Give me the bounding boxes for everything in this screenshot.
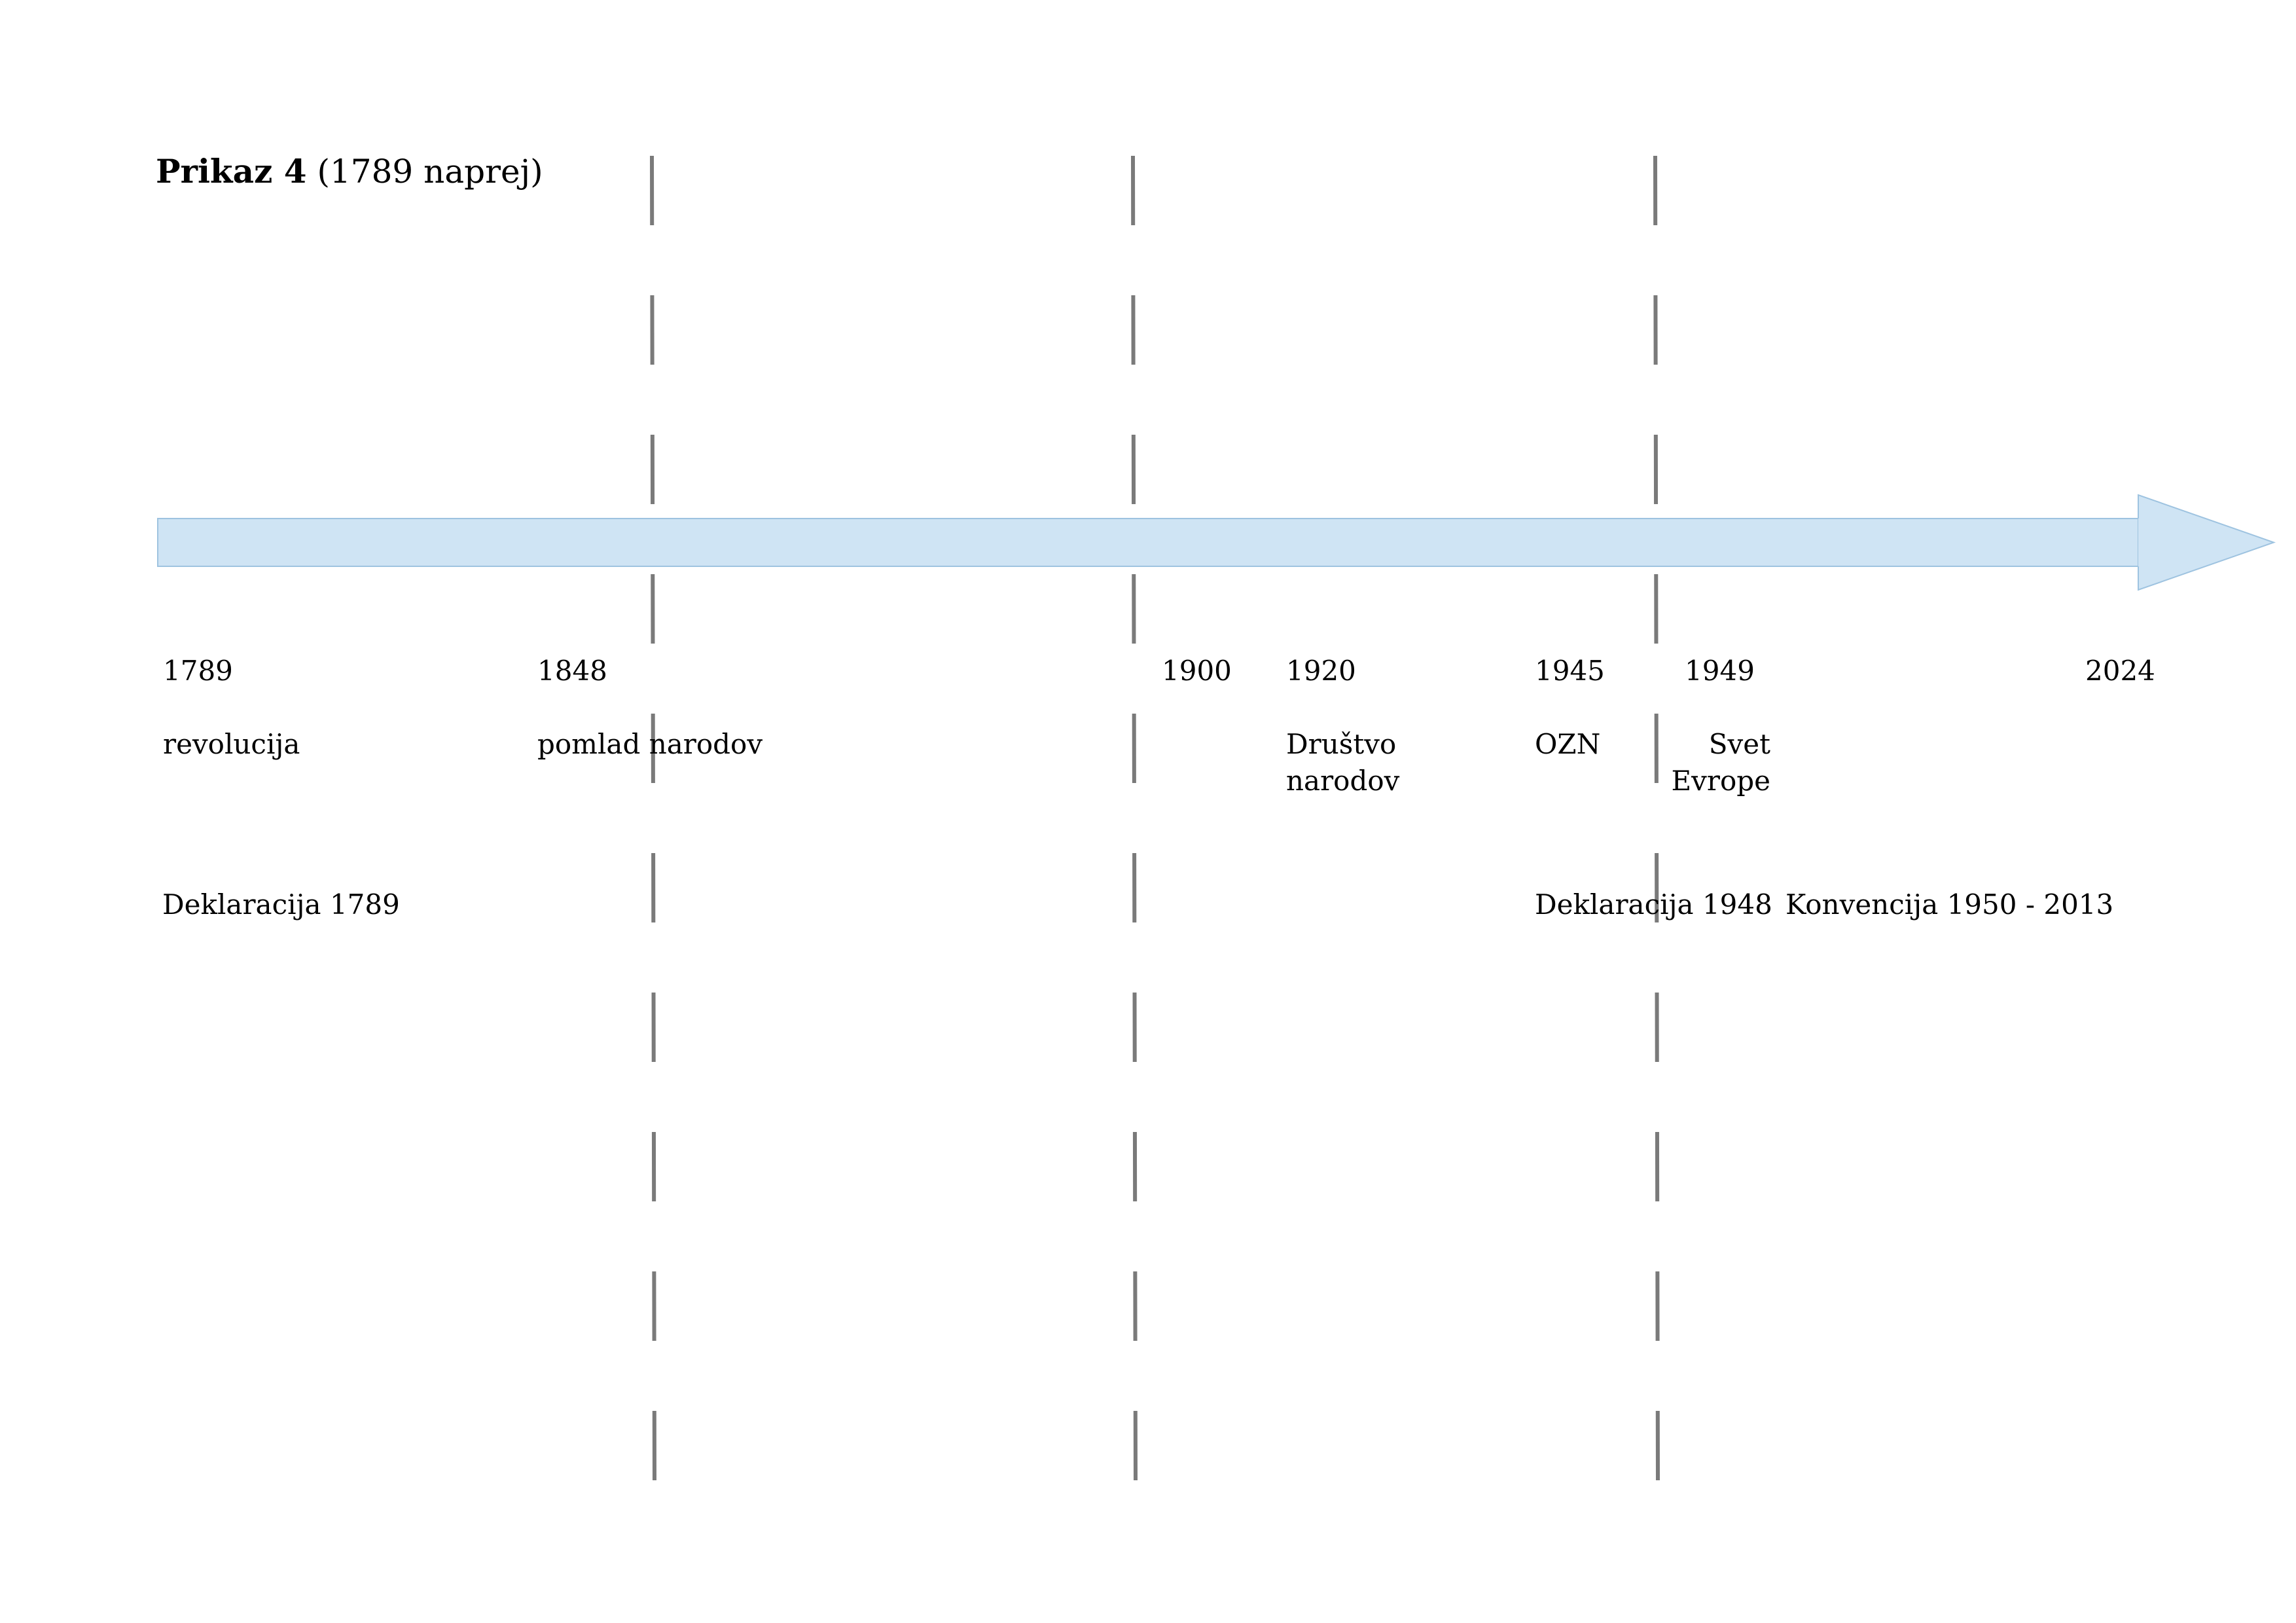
event-year: 2024 — [2085, 655, 2155, 687]
event-1949: 1949 Svet Evrope — [1669, 616, 1771, 836]
event-year: 1789 — [163, 655, 233, 687]
event-year: 1848 — [537, 655, 607, 687]
event-text: revolucija — [163, 728, 300, 760]
event-year: 1945 — [1535, 655, 1605, 687]
document-konvencija-1950: Konvencija 1950 - 2013 — [1785, 888, 2114, 921]
timeline-arrow-neck — [2138, 519, 2141, 566]
timeline-arrow — [157, 494, 2276, 591]
event-year: 1900 — [1162, 655, 1232, 687]
title-rest: (1789 naprej) — [317, 153, 543, 191]
timeline-arrow-shaft — [157, 518, 2139, 567]
event-year: 1949 — [1685, 655, 1755, 687]
event-year: 1920 — [1286, 655, 1356, 687]
diagram-title: Prikaz 4 (1789 naprej) — [156, 152, 543, 191]
title-bold: Prikaz 4 — [156, 152, 307, 191]
divider-1900 — [1131, 155, 1138, 1482]
divider-1848 — [650, 155, 656, 1482]
divider-1945 — [1653, 155, 1660, 1482]
event-text: Svet Evrope — [1671, 728, 1771, 797]
document-deklaracija-1948: Deklaracija 1948 — [1535, 888, 1772, 921]
event-1945: 1945 OZN — [1535, 616, 1605, 799]
event-text: pomlad narodov — [537, 728, 763, 760]
period-dividers — [650, 155, 1660, 1482]
document-deklaracija-1789: Deklaracija 1789 — [162, 888, 400, 921]
event-1900: 1900 — [1162, 616, 1232, 726]
timeline-arrow-head — [2138, 494, 2276, 591]
event-text: Društvo narodov — [1286, 728, 1400, 797]
event-1789: 1789 revolucija — [163, 616, 300, 799]
event-1848: 1848 pomlad narodov — [537, 616, 762, 799]
event-2024: 2024 — [2085, 616, 2155, 726]
event-text: OZN — [1535, 728, 1601, 760]
event-1920: 1920 Društvo narodov — [1286, 616, 1399, 836]
